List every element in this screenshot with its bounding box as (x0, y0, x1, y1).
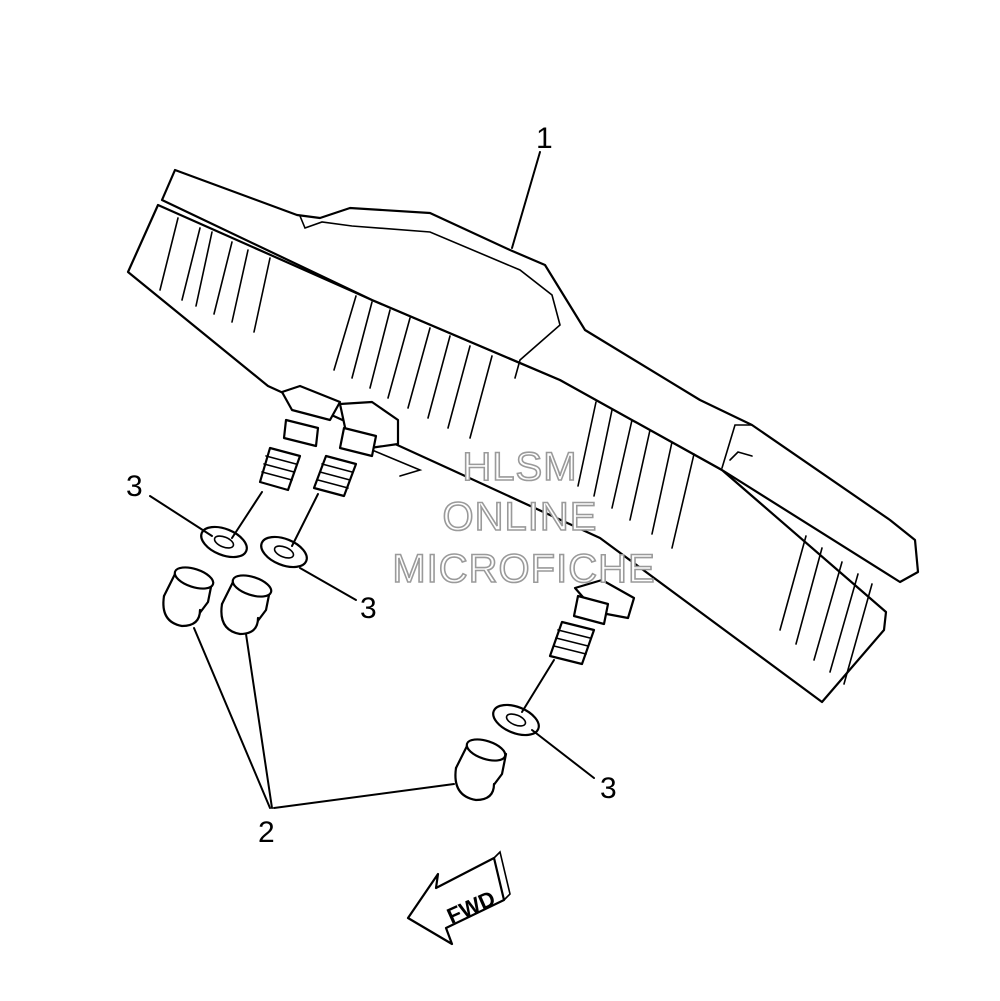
fwd-arrow-icon: FWD (406, 850, 511, 946)
callout-2: 2 (258, 816, 275, 849)
callout-3-right: 3 (600, 772, 617, 805)
callout-3-center: 3 (360, 592, 377, 625)
nut-right[interactable] (454, 735, 508, 802)
washer-right[interactable] (489, 699, 543, 741)
nut-center[interactable] (220, 571, 273, 636)
stud-right (548, 594, 610, 666)
callout-1: 1 (536, 122, 553, 155)
leader-lines (149, 151, 595, 809)
watermark-line-1: HLSM (462, 445, 577, 489)
nut-left[interactable] (162, 563, 215, 628)
alignment-lines (231, 491, 555, 713)
housing-ribs (159, 217, 873, 685)
washer-left[interactable] (197, 521, 251, 563)
washer-center[interactable] (257, 531, 311, 573)
stud-left (258, 418, 320, 492)
callout-3-left: 3 (126, 470, 143, 503)
watermark-line-2: ONLINE (443, 495, 598, 539)
watermark: HLSM ONLINE MICROFICHE (392, 444, 656, 592)
stud-center (312, 426, 378, 498)
watermark-line-3: MICROFICHE (392, 547, 655, 591)
